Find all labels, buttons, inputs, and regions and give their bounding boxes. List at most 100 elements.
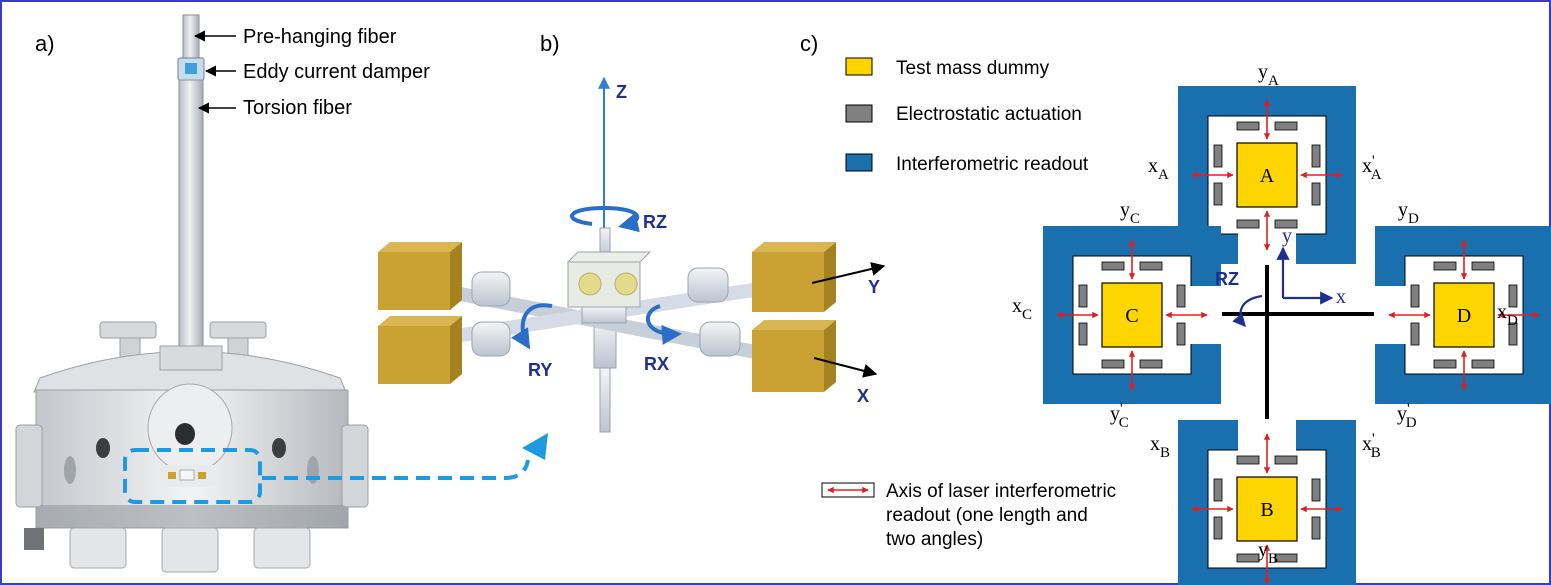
electrostatic-pad [1078, 284, 1088, 308]
ry-rotation-arrow [511, 303, 553, 350]
rx-rotation-label: RX [644, 354, 669, 374]
electrostatic-pad [1176, 284, 1186, 308]
electrostatic-pad [1311, 182, 1321, 206]
laser-note-line-1: Axis of laser interferometric [886, 481, 1116, 502]
gold-test-mass-left-bottom [378, 316, 462, 384]
rx-rotation-arrow [646, 304, 682, 345]
electrostatic-pad [1213, 182, 1223, 206]
sensor-block-d: D [1374, 226, 1551, 404]
sensor-label-xB: xB [1150, 433, 1170, 461]
gold-test-mass-right-bottom [752, 320, 836, 392]
gold-test-mass-left-top [378, 242, 462, 310]
electrostatic-pad [1274, 553, 1298, 563]
coord-rz-label: RZ [1215, 269, 1239, 289]
electrostatic-pad [1213, 478, 1223, 502]
test-mass-label-c: C [1125, 305, 1138, 327]
electrostatic-pad [1311, 144, 1321, 168]
gold-test-mass-right-top [752, 242, 836, 312]
rz-rotation-label: RZ [643, 212, 667, 232]
electrostatic-pad [1101, 261, 1125, 271]
panel-b: b) Z [378, 31, 886, 433]
test-mass-c [1101, 282, 1163, 348]
laser-note-line-2: readout (one length and [886, 505, 1088, 526]
coord-y-label: y [1282, 225, 1292, 247]
electrostatic-pad [1433, 261, 1457, 271]
electrostatic-pad [1311, 516, 1321, 540]
highlight-connector-arrowhead [522, 433, 548, 460]
electrostatic-pad [1410, 284, 1420, 308]
coord-x-label: x [1336, 286, 1346, 308]
eddy-current-damper-core [185, 63, 197, 74]
ry-rotation-label: RY [528, 360, 552, 380]
y-axis-arrow [811, 262, 886, 284]
center-cube-top [566, 251, 652, 263]
x-axis-arrow [813, 357, 878, 378]
legend-swatch-test-mass [845, 57, 873, 76]
legend-swatch-interferometric [845, 153, 873, 172]
callout-torsion-fiber: Torsion fiber [243, 97, 352, 119]
electrostatic-pad [1274, 219, 1298, 229]
lower-rod [599, 367, 611, 433]
test-mass-label-b: B [1260, 499, 1273, 521]
sensor-label-yB: yB [1258, 539, 1278, 567]
legend-interferometric-readout: Interferometric readout [896, 154, 1089, 175]
center-cube-lens-right [614, 272, 638, 296]
sensor-label-xA: xA [1148, 155, 1169, 183]
test-mass-label-a: A [1260, 165, 1275, 187]
electrostatic-pad [1274, 455, 1298, 465]
panel-a: a) Pre-hanging fiber Eddy current damper… [15, 14, 548, 573]
callout-eddy-current-damper: Eddy current damper [243, 61, 430, 83]
test-mass-b [1236, 476, 1298, 542]
electrostatic-pad [1433, 359, 1457, 369]
electrostatic-pad [1274, 121, 1298, 131]
legend-test-mass-dummy: Test mass dummy [896, 58, 1050, 79]
sensor-label-xC: xC [1012, 295, 1032, 323]
sensor-label-yC2: y'C [1110, 401, 1129, 431]
callout-pre-hanging-fiber: Pre-hanging fiber [243, 26, 397, 48]
electrostatic-pad [1236, 121, 1260, 131]
panel-a-label: a) [35, 31, 55, 56]
electrostatic-pad [1101, 359, 1125, 369]
electrostatic-pad [1078, 322, 1088, 346]
electrostatic-pad [1139, 261, 1163, 271]
sensor-label-xA2: x'A [1362, 153, 1382, 183]
electrostatic-pad [1236, 219, 1260, 229]
electrostatic-pad [1508, 322, 1518, 346]
vacuum-chamber [15, 321, 369, 573]
center-cube-lens-left [578, 272, 602, 296]
electrostatic-pad [1410, 322, 1420, 346]
laser-note-line-3: two angles) [886, 529, 983, 550]
panel-b-label: b) [540, 31, 560, 56]
panel-c-label: c) [800, 31, 818, 56]
sensor-label-yD2: y'D [1397, 401, 1417, 431]
sensor-label-yC: yC [1120, 199, 1140, 227]
electrostatic-pad [1236, 455, 1260, 465]
y-axis-label: Y [868, 277, 880, 297]
electrostatic-pad [1471, 261, 1495, 271]
electrostatic-pad [1508, 284, 1518, 308]
test-mass-a [1236, 142, 1298, 208]
sensor-block-b: B [1178, 419, 1356, 585]
legend: Test mass dummy Electrostatic actuation … [845, 57, 1089, 175]
arm-cylinders [471, 267, 741, 357]
sensor-label-xD: xD [1497, 301, 1518, 329]
sensor-label-yA: yA [1258, 61, 1279, 89]
legend-electrostatic-actuation: Electrostatic actuation [896, 104, 1082, 125]
panel-c: c) Test mass dummy Electrostatic actuati… [800, 31, 1551, 585]
highlight-dashed-box [123, 448, 262, 504]
electrostatic-pad [1311, 478, 1321, 502]
electrostatic-pad [1213, 516, 1223, 540]
electrostatic-pad [1176, 322, 1186, 346]
coord-rz-arrow [1232, 294, 1263, 327]
torsion-fiber-tube [178, 79, 204, 351]
electrostatic-pad [1471, 359, 1495, 369]
sensor-label-xB2: x'B [1362, 431, 1381, 461]
electrostatic-pad [1139, 359, 1163, 369]
test-mass-label-d: D [1457, 305, 1471, 327]
rz-rotation-arrow [570, 205, 640, 233]
sensor-label-yD: yD [1398, 199, 1419, 227]
sensor-blocks: A C D B [1043, 86, 1551, 585]
